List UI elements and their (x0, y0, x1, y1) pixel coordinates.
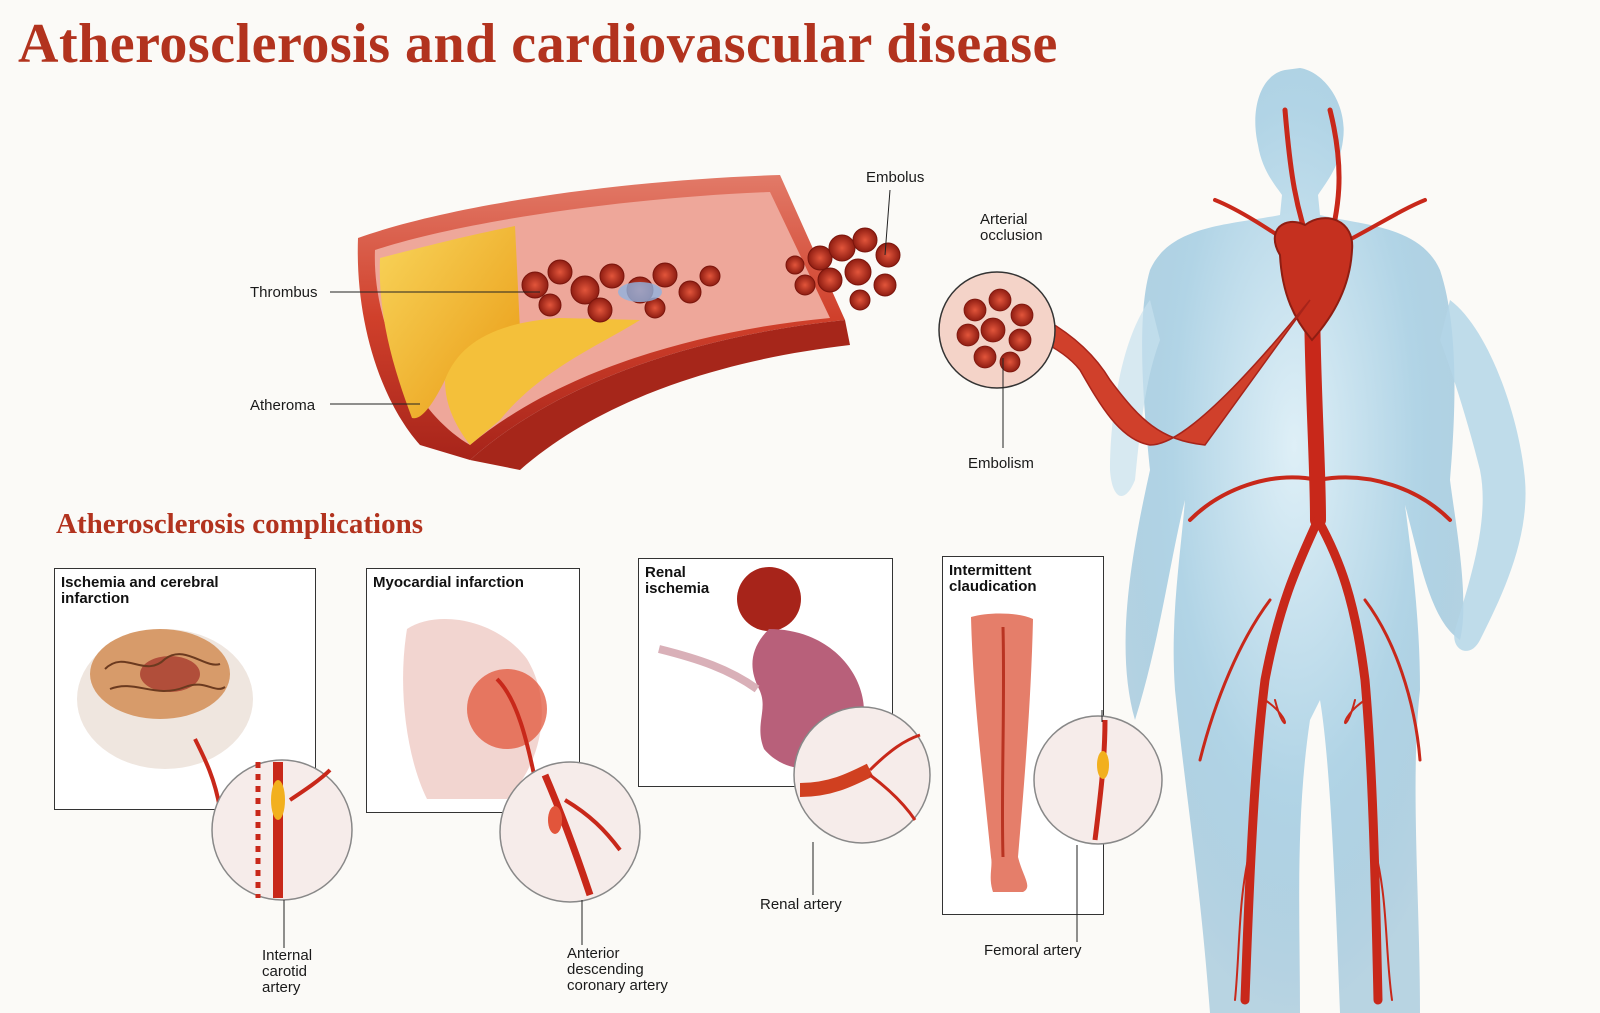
anterior-descending-label: Anterior descending coronary artery (567, 945, 668, 994)
artery-cross-section (357, 175, 850, 470)
embolus-illustration (785, 227, 901, 311)
heart-infarct-illustration (403, 619, 547, 799)
page-title: Atherosclerosis and cardiovascular disea… (18, 13, 1058, 75)
panel-myocardial: Myocardial infarction (366, 568, 580, 813)
label-leaders (330, 189, 1004, 448)
heart-illustration (1273, 217, 1354, 342)
panel-cerebral-title: Ischemia and cerebral infarction (61, 574, 219, 607)
thrombus-label: Thrombus (250, 284, 318, 301)
complications-heading: Atherosclerosis complications (56, 508, 424, 540)
panel-renal: Renal ischemia (638, 558, 893, 787)
renal-artery-label: Renal artery (760, 896, 842, 913)
panel-claudication: Intermittent claudication (942, 556, 1104, 915)
arterial-occlusion-label: Arterial occlusion (980, 211, 1043, 244)
femoral-artery-label: Femoral artery (984, 942, 1082, 959)
panel-claudication-title: Intermittent claudication (949, 562, 1037, 595)
brain-illustration (77, 629, 253, 809)
leg-illustration (971, 613, 1033, 892)
panel-cerebral: Ischemia and cerebral infarction (54, 568, 316, 810)
human-body-figure (1110, 68, 1526, 1013)
panel-myocardial-title: Myocardial infarction (373, 574, 524, 591)
internal-carotid-label: Internal carotid artery (262, 947, 313, 996)
embolus-label: Embolus (866, 169, 925, 186)
atheroma-label: Atheroma (250, 397, 316, 414)
panel-renal-title: Renal ischemia (645, 564, 710, 597)
embolism-label: Embolism (968, 455, 1034, 472)
